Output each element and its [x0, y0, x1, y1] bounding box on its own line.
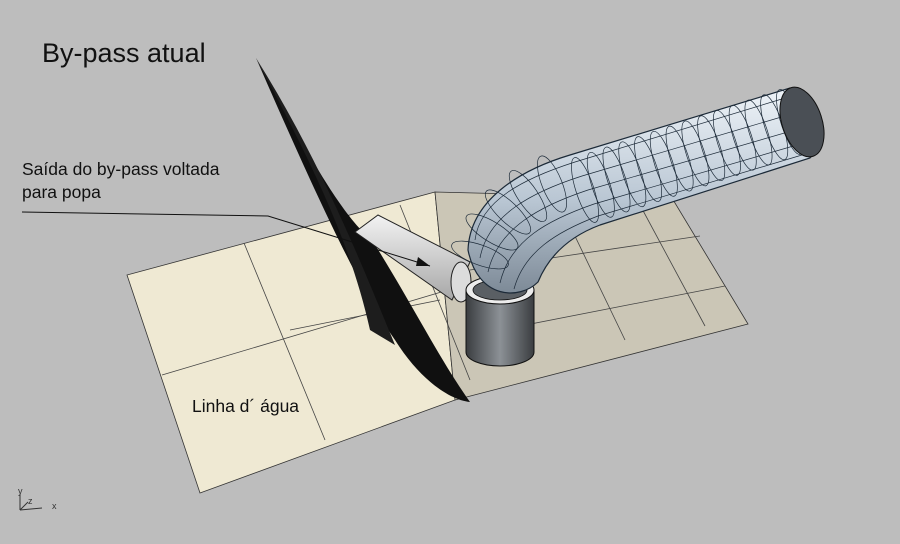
- bypass-stub-pipe: [354, 214, 472, 303]
- diagram-title: By-pass atual: [42, 38, 206, 68]
- pipe-mesh-ring: [618, 141, 647, 208]
- pipe-mesh-ring: [465, 213, 519, 251]
- pipe-mesh-ring: [649, 130, 678, 197]
- pipe-mesh-ring: [571, 157, 599, 223]
- annotation-leader: [21, 211, 431, 267]
- pipe-mesh-ring: [451, 240, 509, 270]
- pipe-mesh-ring: [634, 136, 663, 202]
- waterline-label: Linha d´ água: [192, 396, 300, 416]
- curved-mesh-pipe: [451, 86, 825, 294]
- pipe-mesh-ring: [728, 104, 757, 171]
- pipe-mesh-ring: [508, 170, 548, 222]
- axis-z-label: z: [28, 496, 33, 506]
- pipe-mesh-ring: [712, 110, 741, 176]
- pipe-mesh-ring: [681, 120, 710, 187]
- axis-y-label: y: [18, 486, 23, 496]
- annotation-line-2: para popa: [22, 182, 101, 202]
- pipe-mesh-ring: [484, 189, 532, 235]
- hull-section: [256, 58, 470, 402]
- pipe-mesh-ring: [744, 99, 773, 166]
- hull-fin: [256, 58, 470, 402]
- water-surface: [126, 191, 749, 494]
- outlet-annotation: Saída do by-pass voltada para popa: [22, 158, 220, 204]
- pipe-mesh-ring: [537, 155, 567, 213]
- axis-icon: [19, 494, 43, 511]
- pipe-body: [467, 87, 820, 294]
- pipe-mesh-ring: [665, 125, 694, 192]
- pipe-mesh-ring: [697, 115, 726, 182]
- pipe-end-cap: [779, 86, 825, 158]
- axis-x-label: x: [52, 501, 57, 511]
- pipe-mesh-ring: [602, 146, 631, 213]
- pipe-mesh-ring: [586, 151, 615, 218]
- annotation-line-1: Saída do by-pass voltada: [22, 159, 220, 179]
- axis-indicator: y z x: [12, 486, 72, 518]
